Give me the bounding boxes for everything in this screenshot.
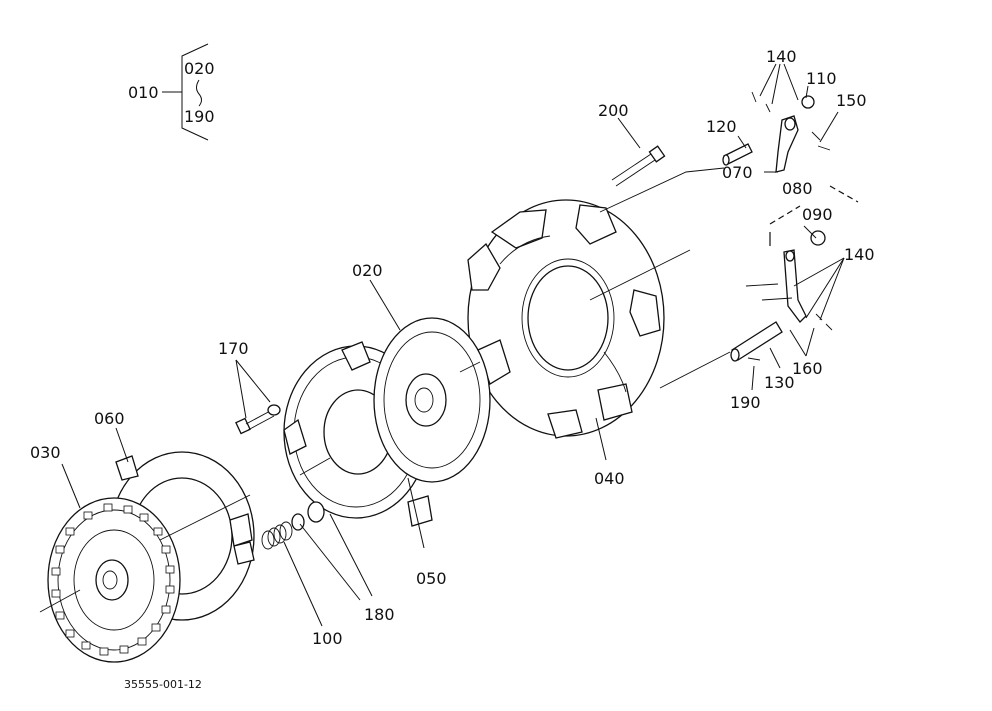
callout-090: 090 [802, 205, 833, 224]
callout-160: 160 [792, 359, 823, 378]
callout-100: 100 [312, 629, 343, 648]
callout-020: 020 [352, 261, 383, 280]
callout-170: 170 [218, 339, 249, 358]
release-lever-upper [722, 91, 831, 173]
callout-020-set: 020 [184, 59, 215, 78]
drawing-code: 35555-001-12 [124, 678, 202, 691]
clutch-disc-rear [373, 317, 491, 483]
callout-130: 130 [764, 373, 795, 392]
bolt-200 [611, 145, 666, 187]
release-lever-lower [730, 230, 833, 362]
callout-150: 150 [836, 91, 867, 110]
callout-080: 080 [782, 179, 813, 198]
leader-lines [61, 63, 845, 627]
callout-180: 180 [364, 605, 395, 624]
callout-190: 190 [730, 393, 761, 412]
clutch-disc-front [47, 497, 181, 663]
callout-060: 060 [94, 409, 125, 428]
callout-labels: 010 020 190 140 110 150 200 120 070 080 … [30, 47, 875, 648]
callout-040: 040 [594, 469, 625, 488]
callout-030: 030 [30, 443, 61, 462]
callout-010: 010 [128, 83, 159, 102]
set-bracket-010 [162, 43, 209, 141]
callout-120: 120 [706, 117, 737, 136]
friction-pads [51, 503, 175, 656]
callout-070: 070 [722, 163, 753, 182]
callout-140-lower: 140 [844, 245, 875, 264]
bolt-170 [235, 404, 281, 435]
callout-110: 110 [806, 69, 837, 88]
callout-050: 050 [416, 569, 447, 588]
callout-190-set: 190 [184, 107, 215, 126]
clutch-cover [467, 199, 665, 439]
assembly-axis-lines [39, 167, 731, 613]
callout-200: 200 [598, 101, 629, 120]
set-bracket-080 [769, 185, 859, 246]
callout-140-upper: 140 [766, 47, 797, 66]
